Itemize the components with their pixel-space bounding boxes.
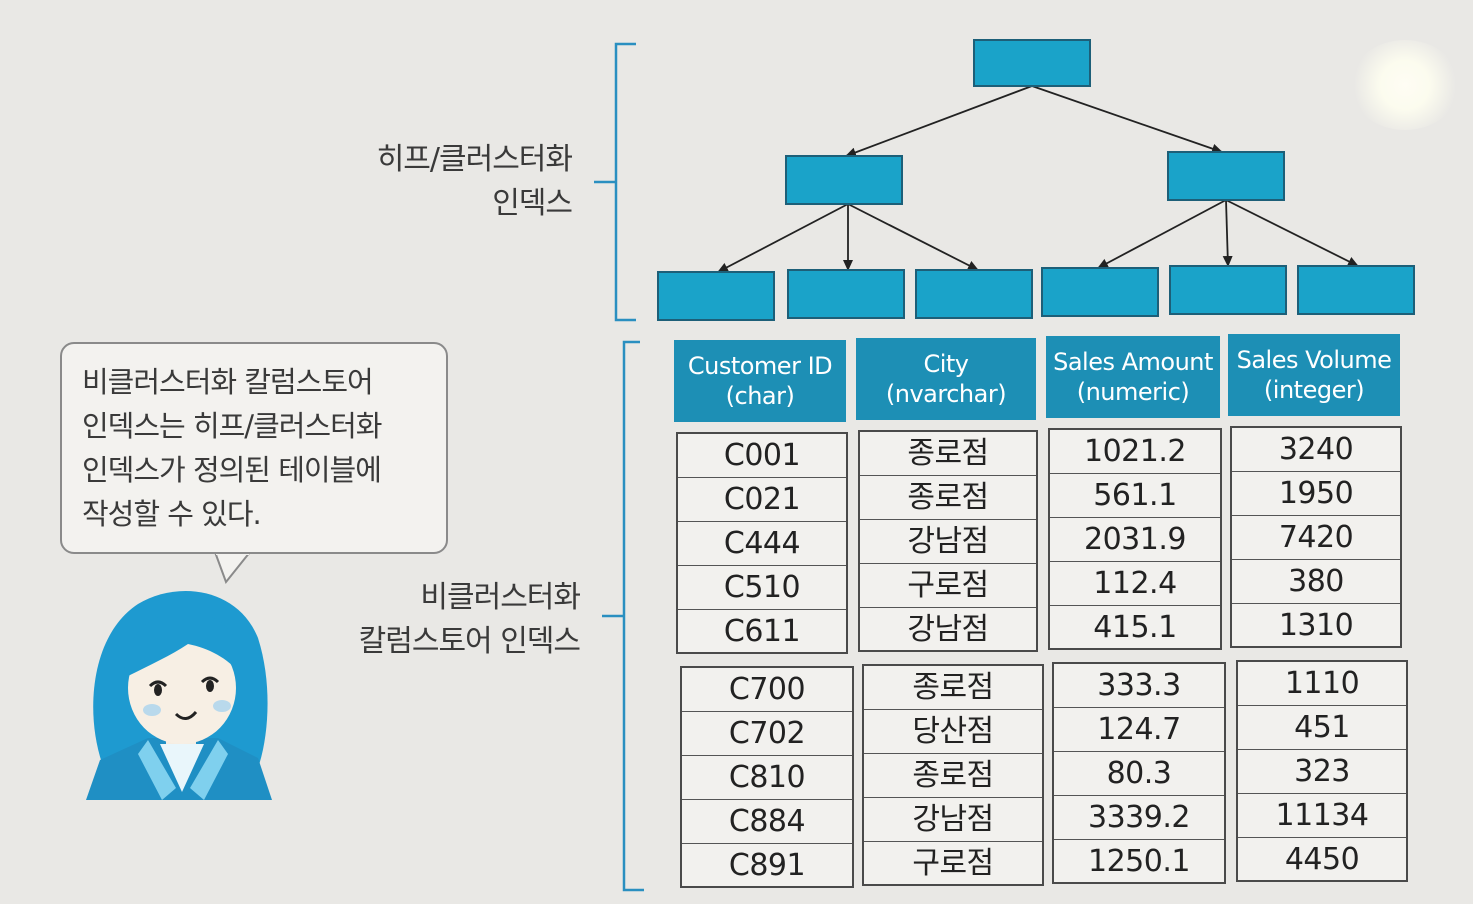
data-cell: 451 [1238, 706, 1406, 750]
data-cell: 강남점 [864, 798, 1042, 842]
data-cell: 구로점 [912, 846, 994, 881]
column-header-customer-id: Customer ID (char) [674, 340, 846, 422]
column-header-sales-amount: Sales Amount (numeric) [1046, 336, 1220, 418]
data-cell: 1021.2 [1050, 430, 1220, 474]
rowstore-label: 히프/클러스터화 인덱스 [300, 138, 573, 226]
column-header-type: (integer) [1263, 376, 1365, 404]
data-cell: 종로점 [860, 432, 1036, 476]
bubble-line: 비클러스터화 칼럼스토어 [82, 365, 374, 399]
bubble-line: 인덱스는 히프/클러스터화 [82, 409, 382, 443]
tree-leaf-node [1169, 265, 1287, 315]
rowgroup-2-sales-volume: 1110 451 323 11134 4450 [1236, 660, 1408, 882]
rowgroup-1-sales-amount: 1021.2 561.1 2031.9 112.4 415.1 [1048, 428, 1222, 650]
rowstore-label-line2: 인덱스 [492, 186, 573, 221]
columnstore-bracket [602, 340, 644, 892]
data-cell: C510 [678, 566, 846, 610]
bubble-line: 인덱스가 정의된 테이블에 [82, 453, 382, 487]
data-cell: 종로점 [864, 666, 1042, 710]
rowgroup-2-city: 종로점 당산점 종로점 강남점 구로점 [862, 664, 1044, 886]
data-cell: C611 [723, 614, 801, 649]
columnstore-label: 비클러스터화 칼럼스토어 인덱스 [300, 576, 581, 664]
character-illustration [86, 590, 272, 800]
data-cell: C700 [682, 668, 852, 712]
data-cell: C001 [678, 434, 846, 478]
rowgroup-2-sales-amount: 333.3 124.7 80.3 3339.2 1250.1 [1052, 662, 1226, 884]
column-header-name: Sales Amount [1053, 348, 1213, 376]
bubble-tail [214, 551, 251, 585]
tree-leaf-node [1297, 265, 1415, 315]
data-cell: C021 [678, 478, 846, 522]
tree-leaf-node [1041, 267, 1159, 317]
data-cell: C810 [682, 756, 852, 800]
column-header-name: Customer ID [687, 352, 833, 380]
light-glare [1350, 40, 1460, 130]
bubble-line: 작성할 수 있다. [82, 497, 262, 531]
tree-leaf-node [657, 271, 775, 321]
data-cell: 112.4 [1050, 562, 1220, 606]
column-header-type: (nvarchar) [885, 380, 1007, 408]
rowgroup-1-city: 종로점 종로점 강남점 구로점 강남점 [858, 430, 1038, 652]
data-cell: 1310 [1278, 608, 1354, 643]
data-cell: 7420 [1232, 516, 1400, 560]
data-cell: 124.7 [1054, 708, 1224, 752]
speech-bubble: 비클러스터화 칼럼스토어 인덱스는 히프/클러스터화 인덱스가 정의된 테이블에… [60, 342, 448, 554]
data-cell: 종로점 [860, 476, 1036, 520]
data-cell: 1950 [1232, 472, 1400, 516]
data-cell: 80.3 [1054, 752, 1224, 796]
data-cell: 강남점 [907, 612, 989, 647]
columnstore-label-line1: 비클러스터화 [420, 580, 581, 615]
column-header-city: City (nvarchar) [856, 338, 1036, 420]
data-cell: 380 [1232, 560, 1400, 604]
rowgroup-2-customer-id: C700 C702 C810 C884 C891 [680, 666, 854, 888]
tree-internal-node [1167, 151, 1285, 201]
rowgroup-1-customer-id: C001 C021 C444 C510 C611 [676, 432, 848, 654]
data-cell: C884 [682, 800, 852, 844]
data-cell: C891 [728, 848, 806, 883]
tree-root-node [973, 39, 1091, 87]
data-cell: 323 [1238, 750, 1406, 794]
columnstore-label-line2: 칼럼스토어 인덱스 [358, 624, 581, 659]
data-cell: 1250.1 [1088, 844, 1190, 879]
data-cell: 11134 [1238, 794, 1406, 838]
data-cell: 종로점 [864, 754, 1042, 798]
tree-edges [717, 85, 1359, 273]
column-header-sales-volume: Sales Volume (integer) [1228, 334, 1400, 416]
data-cell: 4450 [1284, 842, 1360, 877]
data-cell: C702 [682, 712, 852, 756]
data-cell: 415.1 [1093, 610, 1177, 645]
column-header-type: (numeric) [1076, 378, 1190, 406]
column-header-name: Sales Volume [1236, 346, 1392, 374]
data-cell: 2031.9 [1050, 518, 1220, 562]
column-header-name: City [923, 350, 969, 378]
data-cell: 구로점 [860, 564, 1036, 608]
rowgroup-1-sales-volume: 3240 1950 7420 380 1310 [1230, 426, 1402, 648]
data-cell: 강남점 [860, 520, 1036, 564]
data-cell: 3339.2 [1054, 796, 1224, 840]
data-cell: 333.3 [1054, 664, 1224, 708]
data-cell: C444 [678, 522, 846, 566]
rowstore-bracket [594, 42, 636, 322]
data-cell: 561.1 [1050, 474, 1220, 518]
data-cell: 당산점 [864, 710, 1042, 754]
column-header-type: (char) [725, 382, 795, 410]
tree-internal-node [785, 155, 903, 205]
tree-leaf-node [915, 269, 1033, 319]
data-cell: 1110 [1238, 662, 1406, 706]
rowstore-label-line1: 히프/클러스터화 [376, 142, 573, 177]
data-cell: 3240 [1232, 428, 1400, 472]
tree-leaf-node [787, 269, 905, 319]
